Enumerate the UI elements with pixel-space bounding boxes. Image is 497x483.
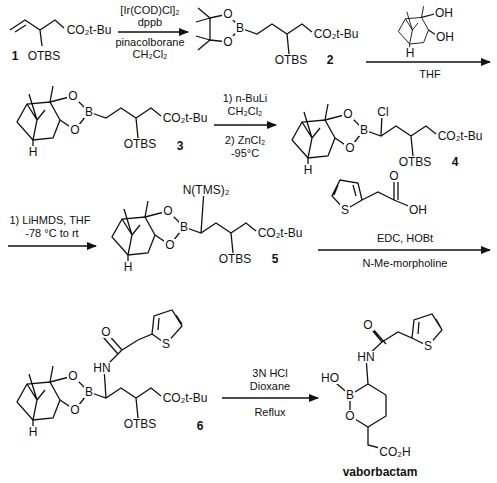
reagent-label: [Ir(COD)Cl]₂ [119,5,180,16]
reagent-label: 1) LiHMDS, THF [8,215,91,226]
compound-number: 3 [176,140,185,152]
atom-label: N(TMS)₂ [182,184,231,196]
atom-label: O [67,90,78,102]
atom-label: HN [92,362,111,374]
reagent-label: THF [418,69,441,80]
atom-label: O [388,170,399,182]
reagent-label: -95°C [230,148,260,159]
atom-label: H [28,426,39,438]
atom-label: O [362,319,373,331]
atom-label: O [344,410,355,422]
reagent-label: 3N HCl [251,368,288,379]
atom-label: B [359,124,369,136]
atom-label: O [69,404,80,416]
atom-label: S [161,338,171,350]
atom-label: O [342,108,353,120]
reagent-label: 2) ZnCl₂ [224,135,266,146]
atom-label: B [84,386,94,398]
atom-label: Cl [376,106,389,118]
atom-label: CO₂H [378,446,411,458]
atom-label: S [423,340,433,352]
reagent-label: CH₂Cl₂ [132,49,169,60]
compound-number: 6 [196,420,205,432]
atom-label: H [123,261,134,273]
reagent-label: CH₂Cl₂ [227,106,264,117]
reagent-label: 1) n-BuLi [222,93,269,104]
atom-label: OH [435,31,455,43]
atom-label: CO₂t-Bu [162,392,209,404]
atom-label: O [222,36,233,48]
atom-label: O [100,326,111,338]
atom-label: OTBS [123,418,158,430]
atom-label: H [28,146,39,158]
atom-label: CO₂t-Bu [162,112,209,124]
atom-label: OH [408,204,428,216]
reagent-label: Dioxane [249,381,291,392]
atom-label: OTBS [398,156,433,168]
atom-label: OTBS [274,54,309,66]
atom-label: CO₂t-Bu [66,24,113,36]
atom-label: HN [356,351,375,363]
reagent-label: EDC, HOBt [376,233,434,244]
atom-label: O [344,142,355,154]
atom-label: B [179,221,189,233]
atom-label: OH [434,7,454,19]
atom-label: CO₂t-Bu [437,130,484,142]
compound-number: 5 [271,253,280,265]
compound-number: 1 [11,50,20,62]
atom-label: OTBS [27,50,62,62]
compound-number: 4 [451,156,460,168]
atom-label: B [84,106,94,118]
atom-label: B [345,389,355,401]
compound-number: vaborbactam [342,466,419,478]
reagent-label: N-Me-morpholine [362,258,449,269]
atom-label: O [164,239,175,251]
atom-label: O [162,205,173,217]
atom-label: H [405,47,416,59]
reagent-label: -78 °C to rt [24,228,79,239]
atom-label: CO₂t-Bu [257,227,304,239]
atom-label: H [303,164,314,176]
atom-label: O [67,370,78,382]
atom-label: OTBS [123,138,158,150]
reagent-label: pinacolborane [114,37,185,48]
atom-label: OTBS [218,253,253,265]
atom-label: O [222,8,233,20]
atom-label: B [235,22,245,34]
atom-label: CO₂t-Bu [313,28,360,40]
compound-number: 2 [326,54,335,66]
reagent-label: Reflux [253,407,286,418]
atom-label: S [340,204,350,216]
reagent-label: dppb [137,17,163,28]
atom-label: O [69,124,80,136]
atom-label: HO [320,372,340,384]
